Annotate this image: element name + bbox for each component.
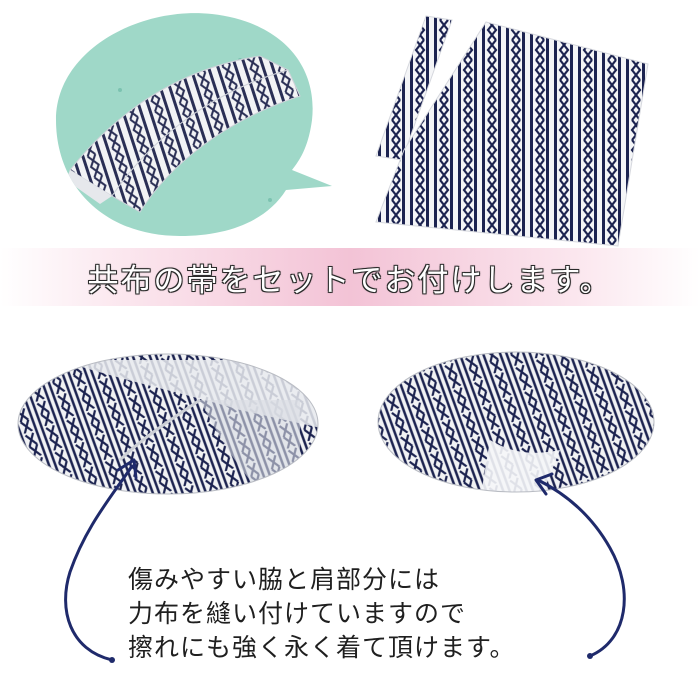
note-line-1: 傷みやすい脇と肩部分には bbox=[128, 565, 441, 594]
flat-fabric-photo bbox=[375, 15, 649, 247]
note-line-2: 力布を縫い付けていますので bbox=[128, 599, 467, 628]
arrow-right-icon bbox=[534, 472, 626, 659]
speech-bubble bbox=[56, 13, 332, 236]
detail-oval-armpit bbox=[17, 353, 319, 495]
arrow-left-icon bbox=[64, 458, 138, 663]
banner-text: 共布の帯をセットでお付けします。 bbox=[87, 262, 613, 299]
detail-oval-shoulder bbox=[377, 351, 655, 493]
note-line-3: 擦れにも強く永く着て頂けます。 bbox=[128, 633, 516, 662]
obi-set-banner: 共布の帯をセットでお付けします。 bbox=[0, 248, 700, 306]
reinforcement-note: 傷みやすい脇と肩部分には 力布を縫い付けていますので 擦れにも強く永く着て頂けま… bbox=[128, 563, 598, 665]
